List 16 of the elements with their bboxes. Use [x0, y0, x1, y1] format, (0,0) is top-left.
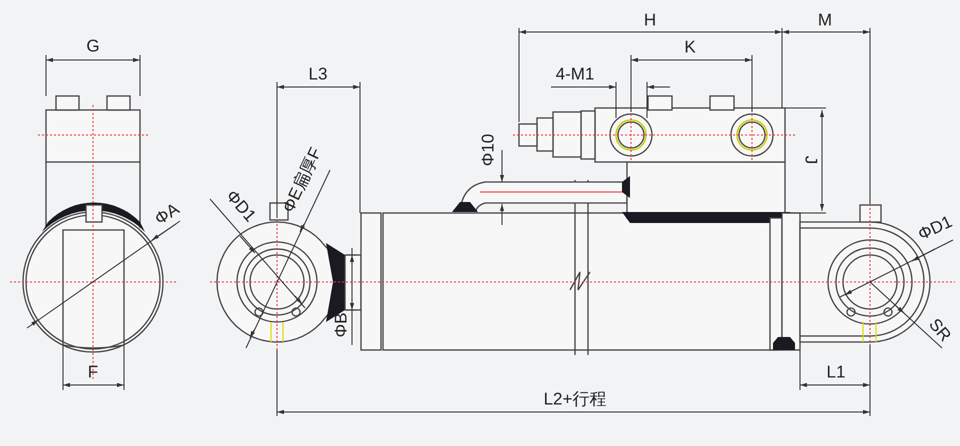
dimension-label: L1	[826, 364, 846, 380]
dimension-label: SR	[926, 315, 954, 345]
dimension-label: Φ10	[480, 134, 496, 166]
dimension-label: ΦA	[152, 200, 182, 228]
dimension-label: H	[644, 12, 656, 28]
dimension-label: J	[802, 156, 820, 164]
dimension-label: L3	[308, 66, 328, 82]
dimension-label: K	[684, 38, 696, 56]
dimension-label: F	[88, 364, 98, 380]
dimension-label: M	[818, 12, 832, 28]
dimension-label: ΦD1	[915, 212, 955, 244]
dimension-label: 4-M1	[556, 66, 594, 82]
dimension-label: ΦB	[332, 312, 350, 338]
dimension-label: G	[86, 38, 100, 54]
dimension-label: L2+行程	[544, 390, 606, 408]
dimension-label: ΦE扁厚F	[280, 145, 324, 215]
